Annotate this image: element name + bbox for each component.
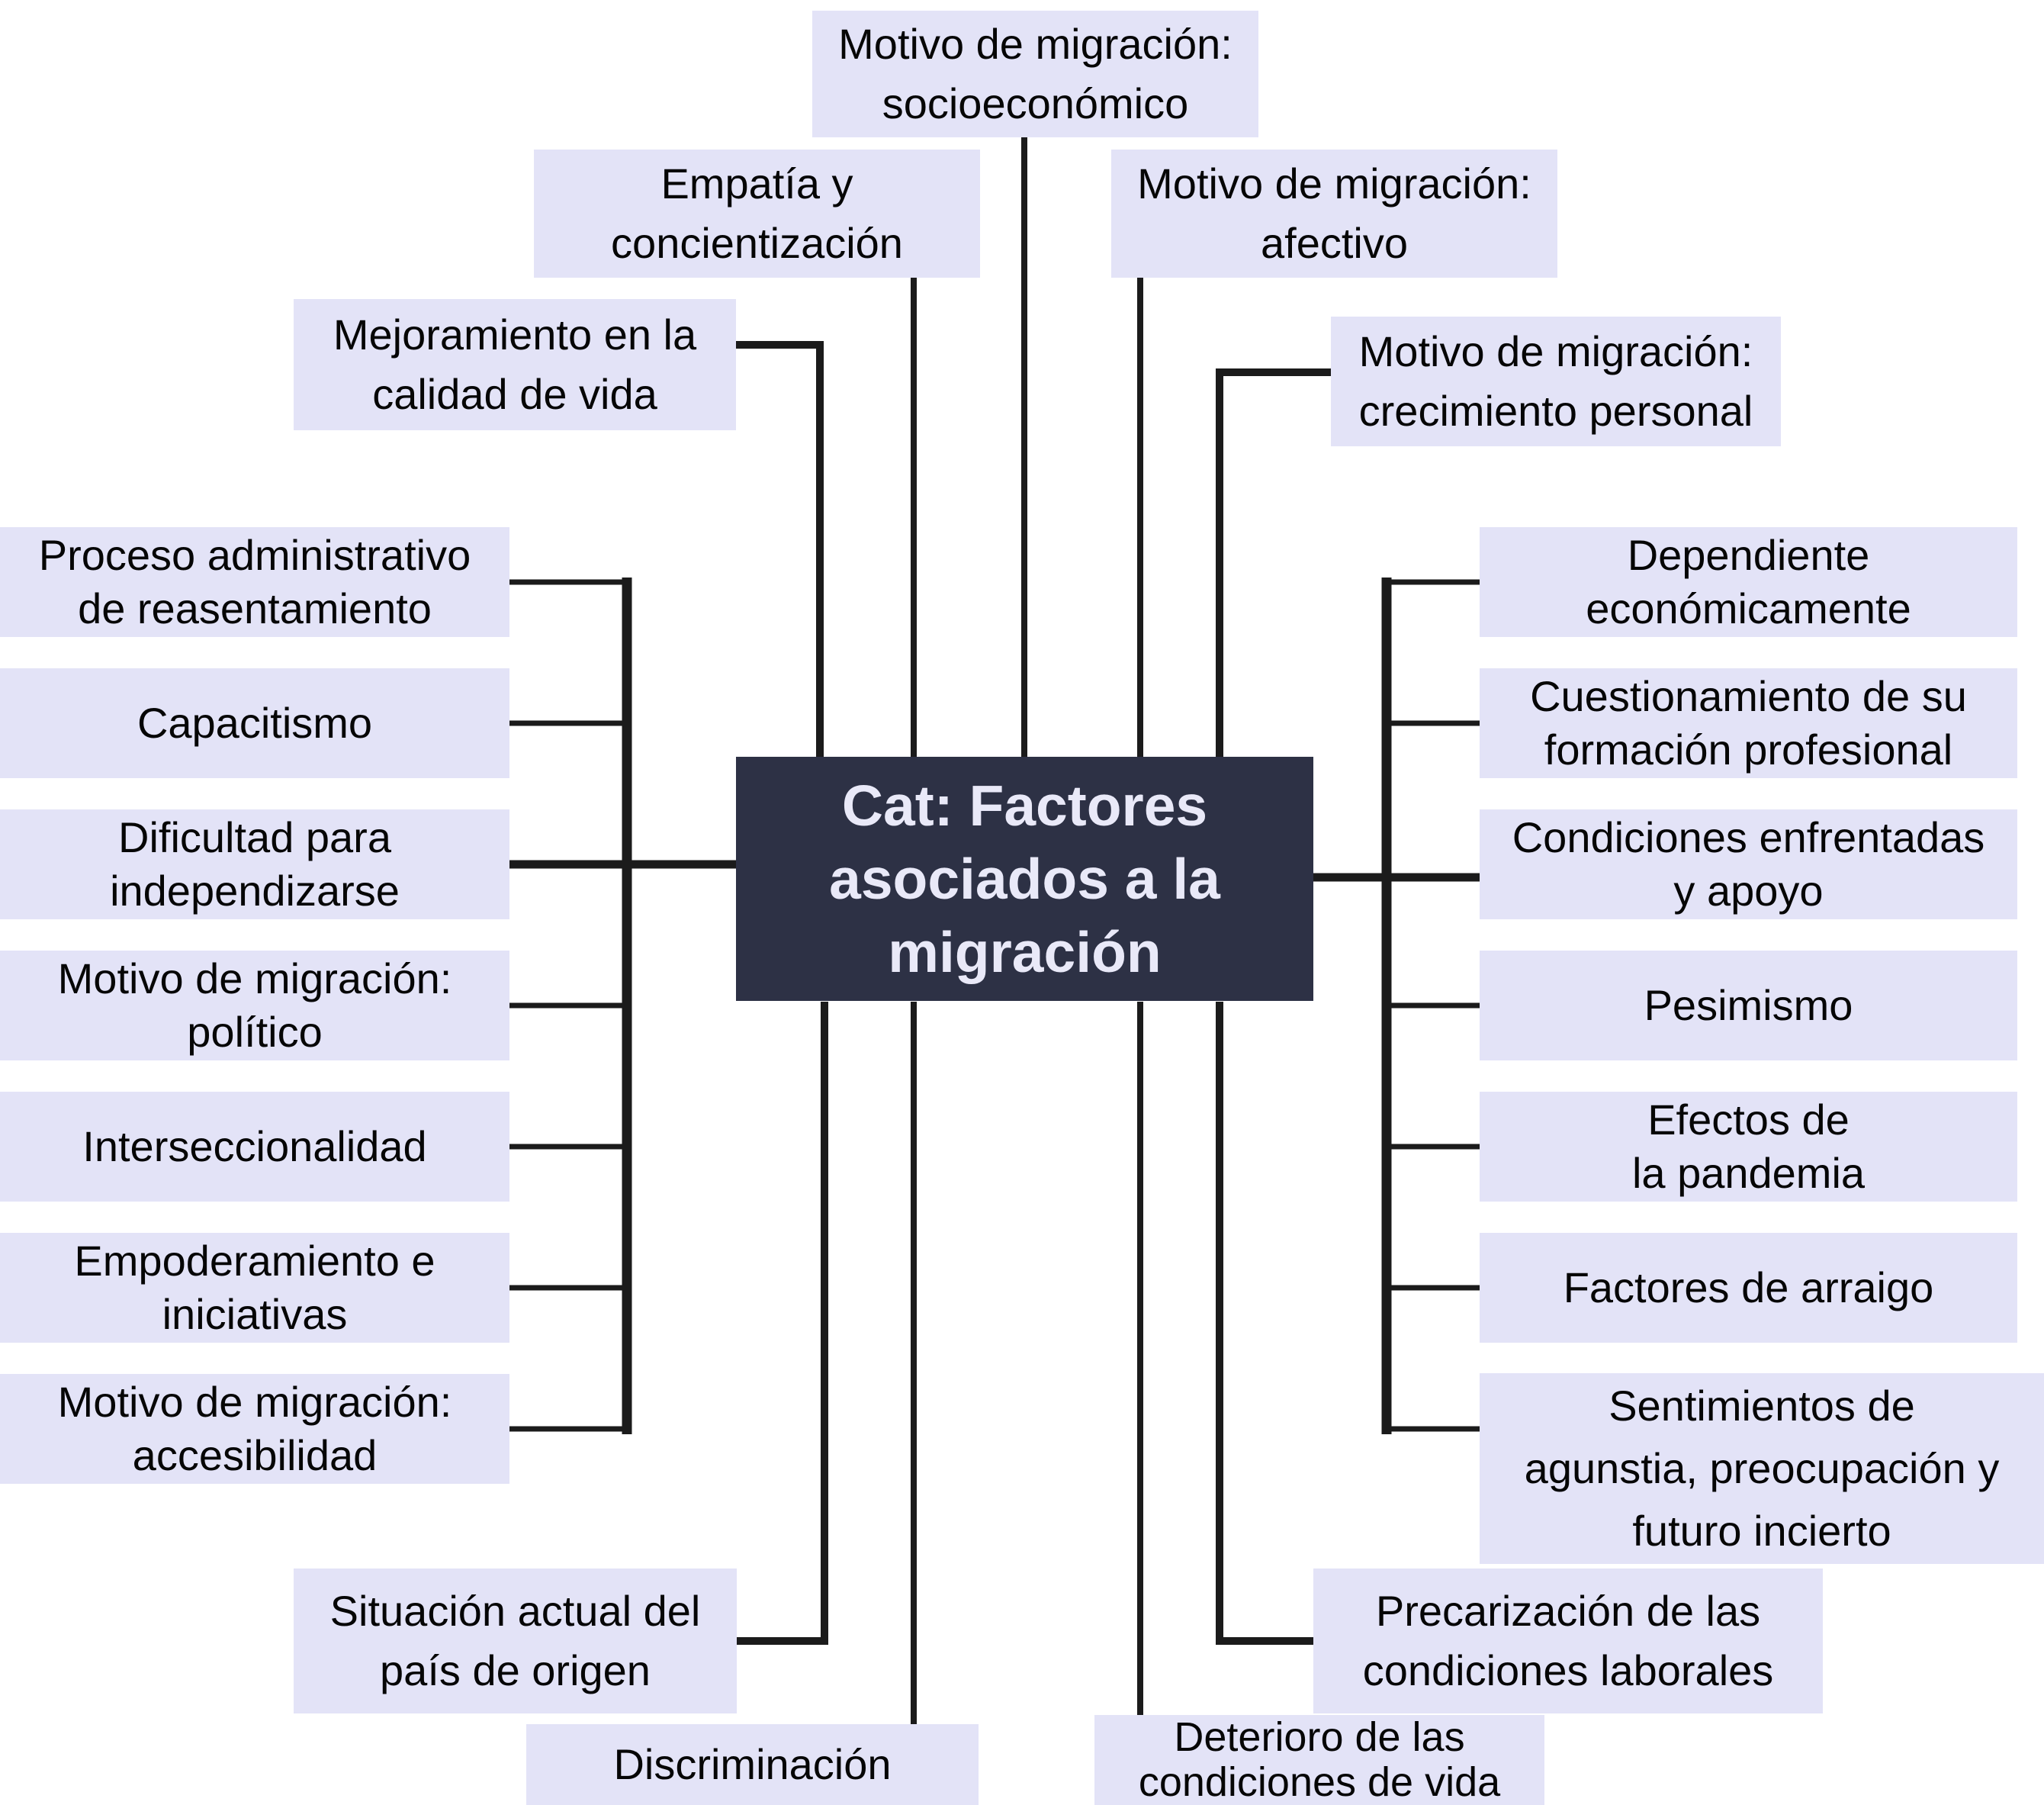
node-factores-arraigo[interactable]: Factores de arraigo	[1480, 1233, 2017, 1343]
node-label-line: Motivo de migración:	[1137, 159, 1531, 208]
node-label-line: de reasentamiento	[78, 584, 432, 632]
node-discriminacion[interactable]: Discriminación	[526, 1724, 979, 1805]
node-label-line: Motivo de migración:	[57, 954, 452, 1002]
node-mejoramiento-calidad-vida[interactable]: Mejoramiento en la calidad de vida	[294, 299, 736, 430]
edge-precarizacion-laboral	[1216, 1002, 1313, 1645]
node-efectos-pandemia[interactable]: Efectos de la pandemia	[1480, 1092, 2017, 1202]
node-label-line: futuro incierto	[1632, 1507, 1891, 1555]
node-label-line: calidad de vida	[372, 370, 657, 418]
node-label-line: Cat: Factores	[841, 774, 1208, 838]
node-label-line: económicamente	[1586, 584, 1911, 632]
node-precarizacion-laboral[interactable]: Precarización de las condiciones laborale…	[1313, 1569, 1823, 1713]
node-motivo-politico[interactable]: Motivo de migración: político	[0, 951, 509, 1060]
node-motivo-crecimiento-personal[interactable]: Motivo de migración: crecimiento personal	[1331, 317, 1781, 446]
node-empatia-concientizacion[interactable]: Empatía y concientización	[534, 150, 980, 278]
node-label-line: Dificultad para	[118, 813, 391, 861]
node-pesimismo[interactable]: Pesimismo	[1480, 951, 2017, 1060]
node-label-line: Motivo de migración:	[1358, 327, 1753, 375]
node-dependiente-economicamente[interactable]: Dependiente económicamente	[1480, 527, 2017, 637]
node-label-line: asociados a la	[829, 847, 1220, 911]
node-label-line: Interseccionalidad	[82, 1122, 427, 1170]
node-label-line: formación profesional	[1544, 726, 1953, 774]
edge-motivo-crecimiento-personal	[1216, 368, 1331, 757]
node-label-line: Factores de arraigo	[1563, 1263, 1934, 1311]
node-label-line: concientización	[611, 219, 903, 267]
node-label-line: Empoderamiento e	[74, 1237, 435, 1285]
node-label-line: Empatía y	[660, 159, 853, 208]
node-label-line: afectivo	[1261, 219, 1408, 267]
node-label-line: condiciones laborales	[1362, 1646, 1774, 1694]
node-label-line: crecimiento personal	[1358, 387, 1753, 435]
node-label-line: Condiciones enfrentadas	[1512, 813, 1985, 861]
node-sentimientos-angustia[interactable]: Sentimientos de agunstia, preocupación y f…	[1480, 1373, 2044, 1564]
node-label-line: Dependiente	[1627, 531, 1870, 579]
node-label-line: país de origen	[380, 1646, 651, 1694]
node-label-line: político	[187, 1008, 323, 1056]
node-interseccionalidad[interactable]: Interseccionalidad	[0, 1092, 509, 1202]
node-label-line: condiciones de vida	[1138, 1759, 1501, 1805]
node-condiciones-enfrentadas-apoyo[interactable]: Condiciones enfrentadas y apoyo	[1480, 809, 2017, 919]
node-cuestionamiento-formacion[interactable]: Cuestionamiento de su formación profesion…	[1480, 668, 2017, 778]
node-label-line: Motivo de migración:	[57, 1378, 452, 1426]
node-label-line: Efectos de	[1647, 1096, 1850, 1144]
node-label-line: independizarse	[110, 867, 400, 915]
node-label-line: migración	[888, 920, 1162, 984]
node-motivo-afectivo[interactable]: Motivo de migración: afectivo	[1111, 150, 1557, 278]
node-label-line: accesibilidad	[132, 1431, 378, 1479]
node-label-line: Discriminación	[613, 1740, 892, 1788]
node-label-line: Situación actual del	[329, 1587, 701, 1635]
node-label-line: Sentimientos de	[1609, 1382, 1915, 1430]
node-situacion-pais-origen[interactable]: Situación actual del país de origen	[294, 1569, 737, 1713]
edge-mejoramiento-calidad-vida	[736, 341, 824, 757]
node-label-line: Mejoramiento en la	[333, 310, 697, 359]
node-label-line: Deterioro de las	[1174, 1714, 1465, 1760]
edge-situacion-pais-origen	[737, 1002, 828, 1645]
node-label-line: Capacitismo	[137, 699, 373, 747]
node-empoderamiento-iniciativas[interactable]: Empoderamiento e iniciativas	[0, 1233, 509, 1343]
node-label-line: y apoyo	[1673, 867, 1824, 915]
node-label-line: agunstia, preocupación y	[1524, 1444, 2000, 1492]
node-label-line: Proceso administrativo	[38, 531, 471, 579]
node-capacitismo[interactable]: Capacitismo	[0, 668, 509, 778]
center-node-factores-migracion[interactable]: Cat: Factores asociados a la migración	[736, 757, 1313, 1001]
node-proceso-administrativo[interactable]: Proceso administrativo de reasentamiento	[0, 527, 509, 637]
node-label-line: Pesimismo	[1644, 981, 1853, 1029]
node-motivo-accesibilidad[interactable]: Motivo de migración: accesibilidad	[0, 1374, 509, 1484]
node-label-line: Cuestionamiento de su	[1530, 672, 1967, 720]
node-label-line: socioeconómico	[882, 79, 1189, 127]
node-dificultad-independizarse[interactable]: Dificultad para independizarse	[0, 809, 509, 919]
node-label-line: Motivo de migración:	[838, 20, 1233, 68]
node-motivo-socioeconomico[interactable]: Motivo de migración: socioeconómico	[812, 11, 1258, 137]
node-label-line: iniciativas	[162, 1290, 348, 1338]
node-label-line: Precarización de las	[1375, 1587, 1761, 1635]
node-label-line: la pandemia	[1631, 1149, 1866, 1197]
